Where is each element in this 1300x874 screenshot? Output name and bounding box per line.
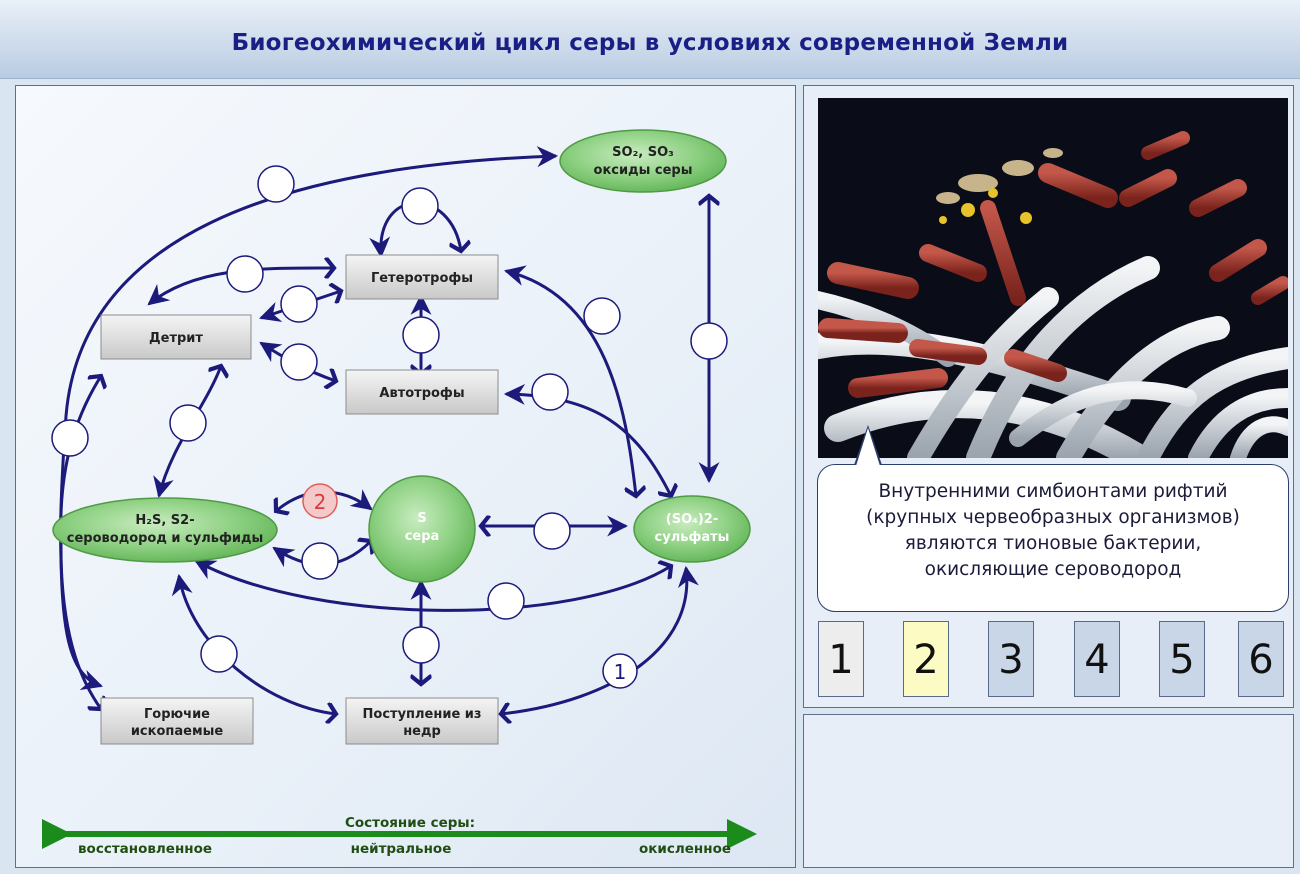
node-sulfur[interactable]: S сера — [368, 475, 476, 583]
node-autotrophs[interactable]: Автотрофы — [345, 369, 499, 415]
tab-3[interactable]: 3 — [988, 621, 1034, 697]
node-heterotrophs[interactable]: Гетеротрофы — [345, 254, 499, 300]
slide-tabs: 1 2 3 4 5 6 — [804, 621, 1295, 701]
node-sulfur-label-1: S — [417, 511, 426, 526]
node-detritus-label: Детрит — [149, 331, 203, 346]
process-marker[interactable] — [401, 187, 439, 225]
axis-oxidized-label: окисленное — [639, 841, 731, 857]
process-marker[interactable] — [51, 419, 89, 457]
axis-reduced-label: восстановленное — [78, 841, 212, 857]
detail-panel — [803, 714, 1294, 868]
process-marker[interactable] — [301, 542, 339, 580]
cycle-diagram: SO₂, SO₃ оксиды серы Гетеротрофы Детрит … — [42, 129, 757, 857]
node-sulfur-oxides[interactable]: SO₂, SO₃ оксиды серы — [559, 129, 727, 193]
process-marker[interactable] — [531, 373, 569, 411]
node-sulfur-label-2: сера — [405, 529, 440, 544]
process-marker[interactable] — [487, 582, 525, 620]
process-marker[interactable] — [226, 255, 264, 293]
node-sulfur-oxides-label-1: SO₂, SO₃ — [612, 145, 674, 160]
process-marker[interactable] — [280, 285, 318, 323]
node-hydrogen-sulfide[interactable]: H₂S, S2- сероводород и сульфиды — [52, 497, 278, 563]
node-sulfur-oxides-label-2: оксиды серы — [594, 163, 693, 178]
info-callout-line-2: (крупных червеобразных организмов) — [866, 507, 1240, 528]
info-callout: Внутренними симбионтами рифтий (крупных … — [817, 425, 1289, 612]
tab-2[interactable]: 2 — [903, 621, 949, 697]
info-panel: Внутренними симбионтами рифтий (крупных … — [803, 85, 1294, 708]
process-marker[interactable] — [402, 316, 440, 354]
info-callout-line-4: окисляющие сероводород — [924, 559, 1182, 580]
tab-4[interactable]: 4 — [1074, 621, 1120, 697]
process-marker[interactable] — [169, 404, 207, 442]
node-sulfates-label-1: (SO₄)2- — [666, 512, 718, 527]
info-callout-line-1: Внутренними симбионтами рифтий — [878, 481, 1228, 502]
sulfur-state-axis: Состояние серы: восстановленное нейтраль… — [42, 815, 757, 857]
node-fossil-fuels[interactable]: Горючие ископаемые — [100, 697, 254, 745]
header-bar: Биогеохимический цикл серы в условиях со… — [0, 0, 1300, 79]
node-input-from-interior[interactable]: Поступление из недр — [345, 697, 499, 745]
process-marker[interactable] — [533, 512, 571, 550]
node-h2s-label-2: сероводород и сульфиды — [67, 531, 263, 546]
axis-title: Состояние серы: — [345, 815, 475, 831]
cycle-diagram-panel: SO₂, SO₃ оксиды серы Гетеротрофы Детрит … — [15, 85, 796, 868]
info-callout-line-3: являются тионовые бактерии, — [904, 533, 1202, 554]
node-heterotrophs-label: Гетеротрофы — [371, 271, 473, 286]
process-marker[interactable] — [690, 322, 728, 360]
tab-6[interactable]: 6 — [1238, 621, 1284, 697]
tab-1[interactable]: 1 — [818, 621, 864, 697]
riftia-photo — [818, 98, 1288, 458]
axis-neutral-label: нейтральное — [351, 841, 452, 857]
process-marker-highlighted-label: 2 — [314, 490, 327, 514]
process-marker-numbered[interactable]: 1 — [602, 653, 638, 689]
process-marker[interactable] — [280, 343, 318, 381]
node-input-label-1: Поступление из — [363, 707, 482, 722]
node-input-label-2: недр — [403, 724, 441, 739]
node-h2s-label-1: H₂S, S2- — [135, 513, 194, 528]
node-detritus[interactable]: Детрит — [100, 314, 252, 360]
page-title: Биогеохимический цикл серы в условиях со… — [231, 30, 1069, 56]
node-autotrophs-label: Автотрофы — [379, 386, 464, 401]
node-fuels-label-1: Горючие — [144, 707, 210, 722]
process-marker[interactable] — [200, 635, 238, 673]
tab-5[interactable]: 5 — [1159, 621, 1205, 697]
node-sulfates[interactable]: (SO₄)2- сульфаты — [633, 495, 751, 563]
node-fuels-label-2: ископаемые — [131, 724, 224, 739]
process-marker[interactable] — [402, 626, 440, 664]
process-marker[interactable] — [583, 297, 621, 335]
process-marker-numbered-label: 1 — [614, 660, 627, 684]
process-marker-highlighted[interactable]: 2 — [302, 483, 338, 519]
process-marker[interactable] — [257, 165, 295, 203]
node-sulfates-label-2: сульфаты — [655, 530, 730, 545]
info-callout-text: Внутренними симбионтами рифтий (крупных … — [828, 479, 1278, 583]
